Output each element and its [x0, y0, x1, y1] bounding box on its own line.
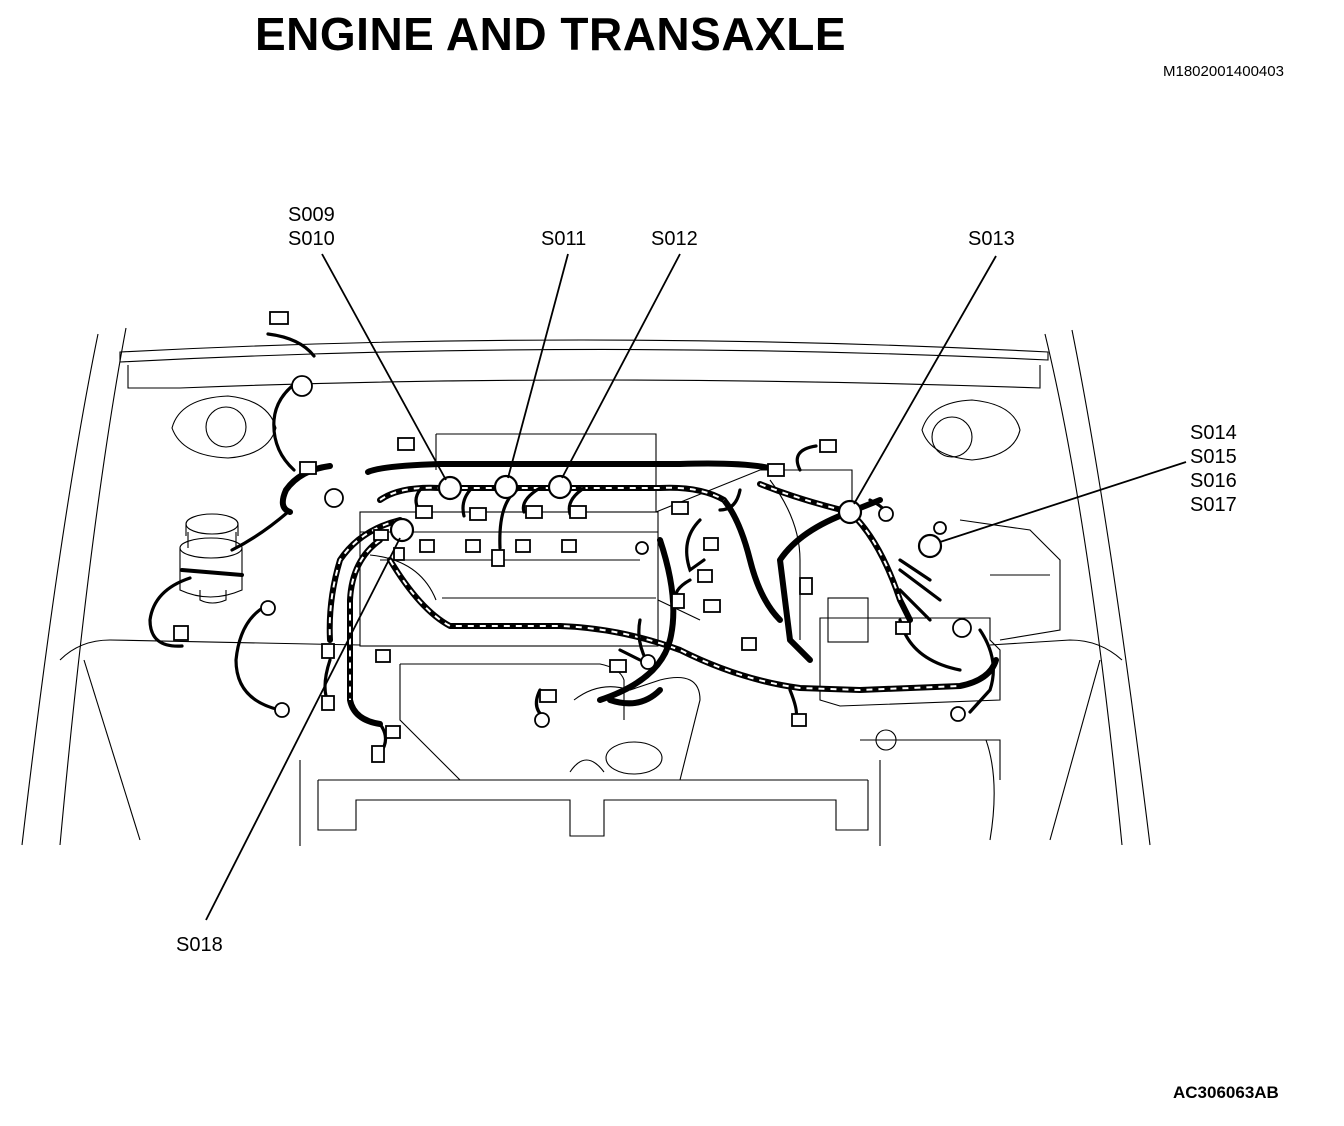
ring-terminal	[635, 541, 649, 555]
leader-lines	[205, 253, 1187, 921]
connector	[373, 529, 389, 541]
grommet	[324, 488, 344, 508]
connector	[703, 537, 719, 551]
connector	[269, 311, 289, 325]
leader-s018	[205, 537, 401, 921]
vehicle-body-outline	[21, 327, 1151, 846]
ring-terminal	[274, 702, 290, 718]
connector	[371, 745, 385, 763]
connector	[515, 539, 531, 553]
ring-terminal	[534, 712, 550, 728]
connector	[819, 439, 837, 453]
ring-terminal	[640, 654, 656, 670]
connector	[671, 593, 685, 609]
connector	[671, 501, 689, 515]
strut-towers	[171, 395, 1021, 461]
connector	[419, 539, 435, 553]
connector	[415, 505, 433, 519]
splice-s014-s017	[917, 533, 943, 559]
grommet	[291, 375, 313, 397]
connector	[609, 659, 627, 673]
connector	[741, 637, 757, 651]
connector	[539, 689, 557, 703]
leader-s013	[853, 255, 997, 505]
connector	[393, 547, 405, 561]
label-s011: S011	[541, 228, 587, 250]
splice-s009-s010	[437, 475, 463, 501]
label-s010: S010	[288, 228, 335, 250]
reservoir	[179, 513, 244, 604]
main-harness	[279, 460, 999, 727]
label-s016: S016	[1190, 470, 1237, 492]
callout-s014-s017: S014 S015 S016 S017	[1190, 421, 1237, 517]
label-s012: S012	[651, 228, 698, 250]
leader-s012	[561, 253, 681, 479]
ring-terminal	[952, 618, 972, 638]
leader-s011	[507, 253, 569, 479]
leader-s014-s017	[939, 461, 1187, 543]
label-s015: S015	[1190, 446, 1237, 468]
splice-s018	[389, 517, 415, 543]
connector	[465, 539, 481, 553]
splice-s012	[547, 474, 573, 500]
splice-s011	[493, 474, 519, 500]
connector	[525, 505, 543, 519]
figure-id: AC306063AB	[1173, 1083, 1279, 1102]
ring-terminals	[260, 375, 972, 728]
connector	[321, 695, 335, 711]
connector	[569, 505, 587, 519]
connector	[491, 549, 505, 567]
connector	[299, 461, 317, 475]
radiator-support	[299, 676, 1001, 846]
connector	[469, 507, 487, 521]
connector	[799, 577, 813, 595]
connector	[895, 621, 911, 635]
connectors	[173, 311, 911, 763]
label-s013: S013	[968, 228, 1015, 250]
connector	[397, 437, 415, 451]
connector	[321, 643, 335, 659]
connector	[767, 463, 785, 477]
connector	[375, 649, 391, 663]
splice-markers	[389, 474, 943, 559]
document-id: M1802001400403	[1163, 63, 1284, 80]
diagram-title: ENGINE AND TRANSAXLE	[255, 8, 846, 60]
label-s014: S014	[1190, 422, 1237, 444]
transaxle	[769, 479, 1061, 707]
connector	[697, 569, 713, 583]
connector	[173, 625, 189, 641]
connector	[703, 599, 721, 613]
connector	[791, 713, 807, 727]
ring-terminal	[878, 506, 894, 522]
leader-s009-s010	[321, 253, 447, 481]
ring-terminal	[260, 600, 276, 616]
label-s017: S017	[1190, 494, 1237, 516]
label-s018: S018	[176, 934, 223, 956]
label-s009: S009	[288, 204, 335, 226]
callout-s009-s010: S009 S010	[288, 203, 335, 251]
splice-s013	[837, 499, 863, 525]
ring-terminal	[950, 706, 966, 722]
connector	[385, 725, 401, 739]
ring-terminal	[933, 521, 947, 535]
connector	[561, 539, 577, 553]
